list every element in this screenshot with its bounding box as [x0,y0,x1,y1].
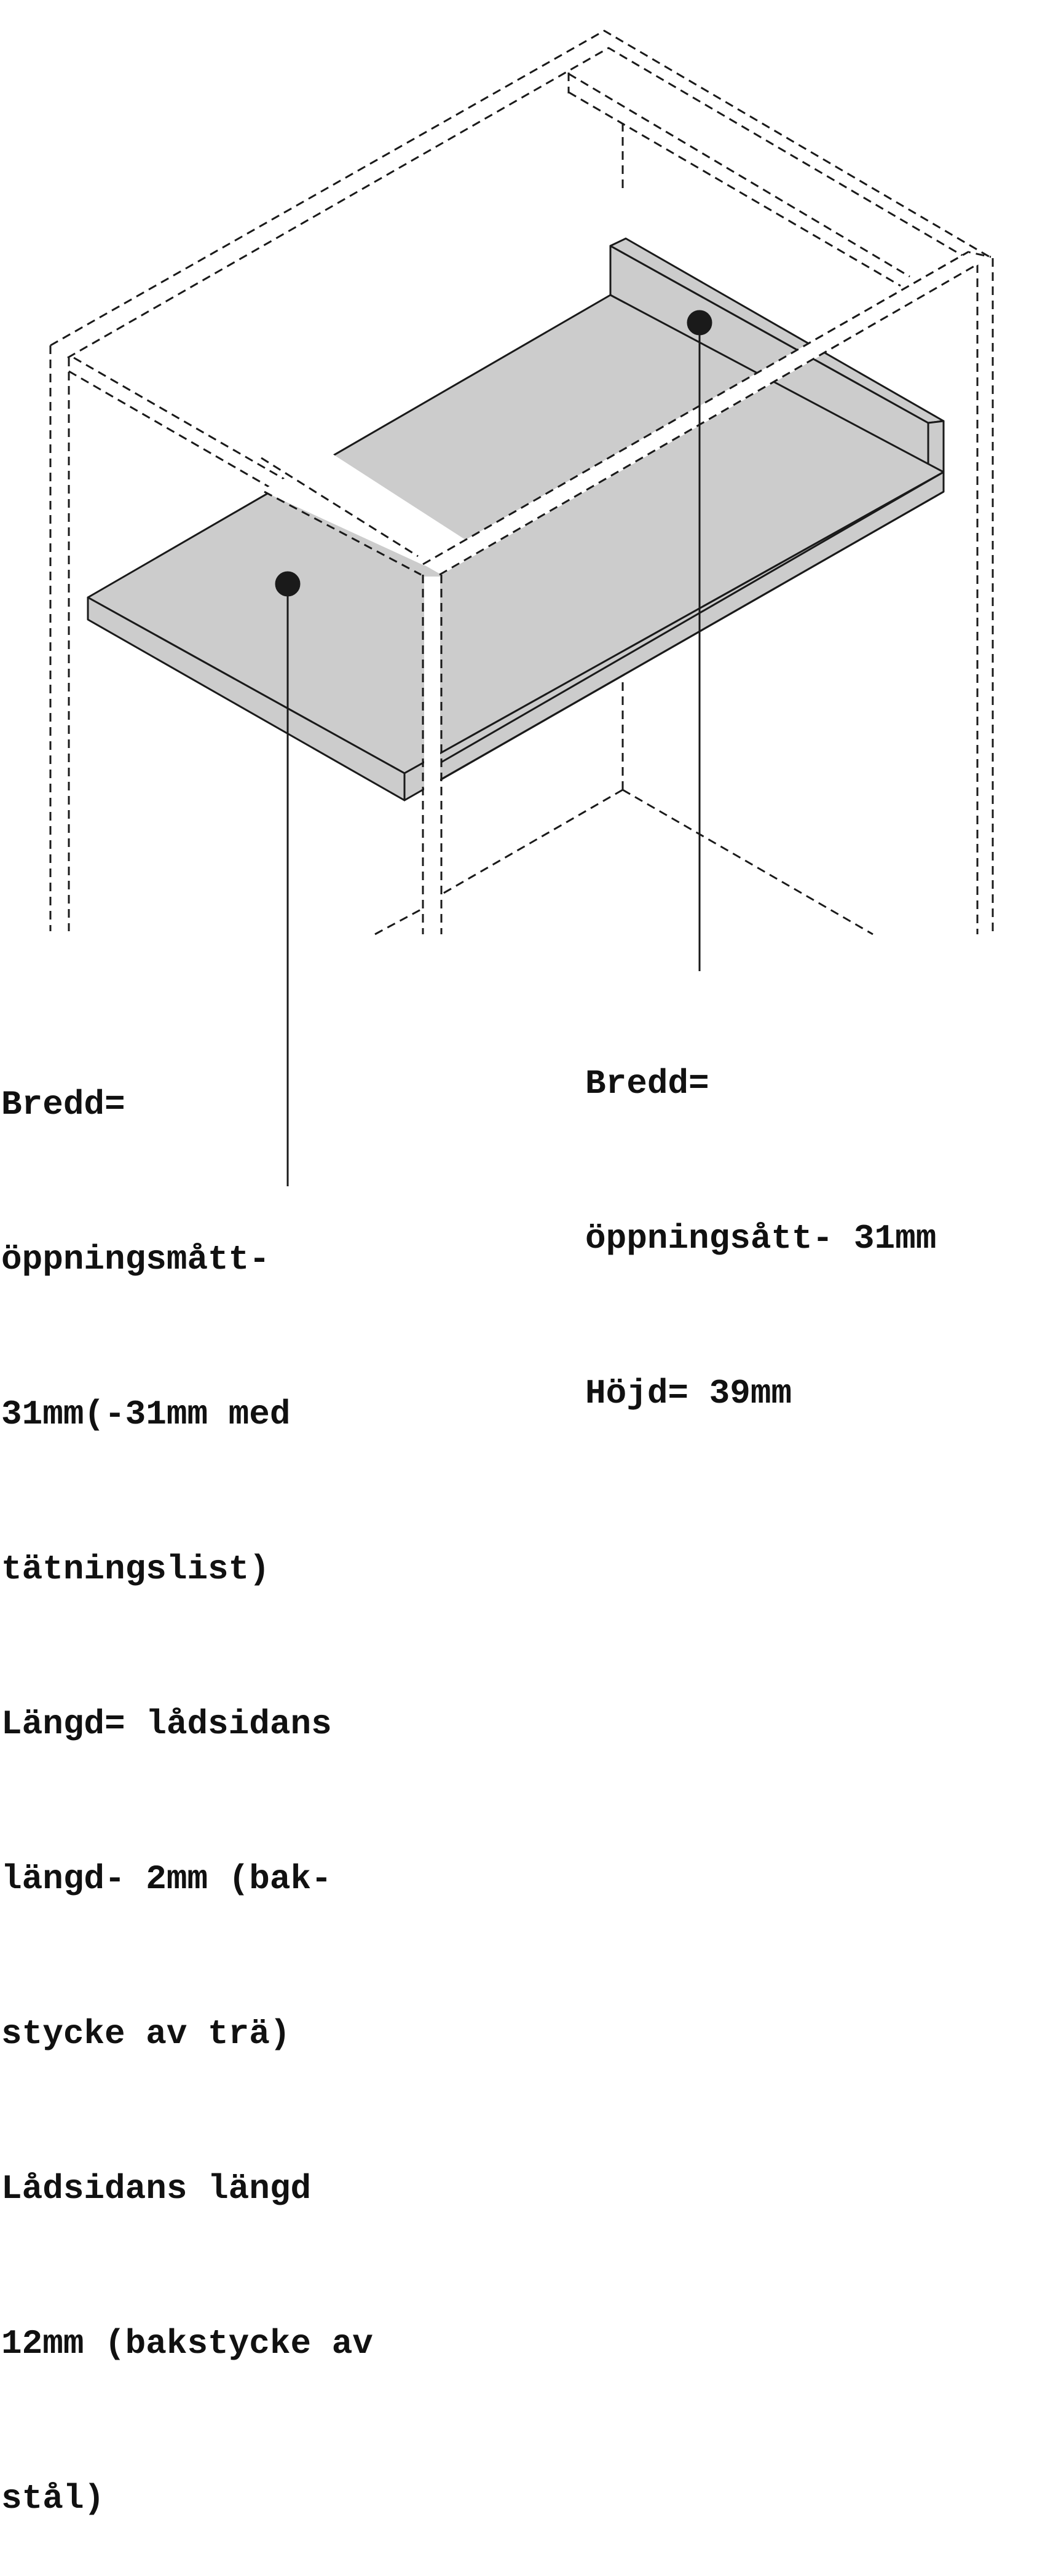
drawer-bottom-panel [87,237,945,802]
frame-top-rail-inner [68,370,422,576]
callout-left-line: längd- 2mm (bak- [1,1859,332,1899]
frame-top-rail-redraw [261,457,419,557]
leader-dot-left [275,571,301,597]
callout-left-line: stycke av trä) [1,2014,291,2054]
frame-back-rail [568,73,910,278]
frame-top-outer-inset [67,47,978,359]
callout-leaders [275,310,712,1186]
callout-left-line: 12mm (bakstycke av [1,2324,373,2363]
frame-front-rail-bottom-redraw [439,263,978,576]
callout-right-line: Bredd= [585,1064,709,1103]
top-rail-gap [261,454,467,565]
frame-bottom-front [441,789,623,896]
callout-left-line: stål) [1,2479,105,2518]
drawer-bottom-diagram [49,30,994,1186]
callout-right-line: Höjd= 39mm [585,1374,792,1413]
front-rail-gap [423,252,979,575]
front-post-gap [424,577,440,799]
callout-left-line: 31mm(-31mm med [1,1395,291,1434]
callout-right-text: Bredd= öppningsått- 31mm Höjd= 39mm [585,955,936,1471]
callout-left-line: Längd= lådsidans [1,1704,332,1744]
callout-left-line: öppningsmått- [1,1240,270,1279]
frame-bottom-left [374,907,424,935]
callout-left-line: tätningslist) [1,1550,270,1589]
frame-top-outer [50,30,990,347]
callout-left-line: Lådsidans längd [1,2169,312,2208]
panel-right-edge-top-visible [441,471,944,763]
callout-right-line: öppningsått- 31mm [585,1219,937,1258]
panel-right-edge-bottom-visible [441,490,944,781]
frame-front-rail-top-redraw [422,251,969,565]
frame-bottom-back [622,789,873,935]
frame-back-rail-2 [568,91,901,287]
front-rail-overlay [261,252,979,799]
callout-left-text: Bredd= öppningsmått- 31mm(-31mm med tätn… [1,975,373,2576]
callout-left-line: Bredd= [1,1085,125,1124]
frame-top-rail-inner-redraw [264,490,422,576]
leader-dot-right [687,310,712,336]
